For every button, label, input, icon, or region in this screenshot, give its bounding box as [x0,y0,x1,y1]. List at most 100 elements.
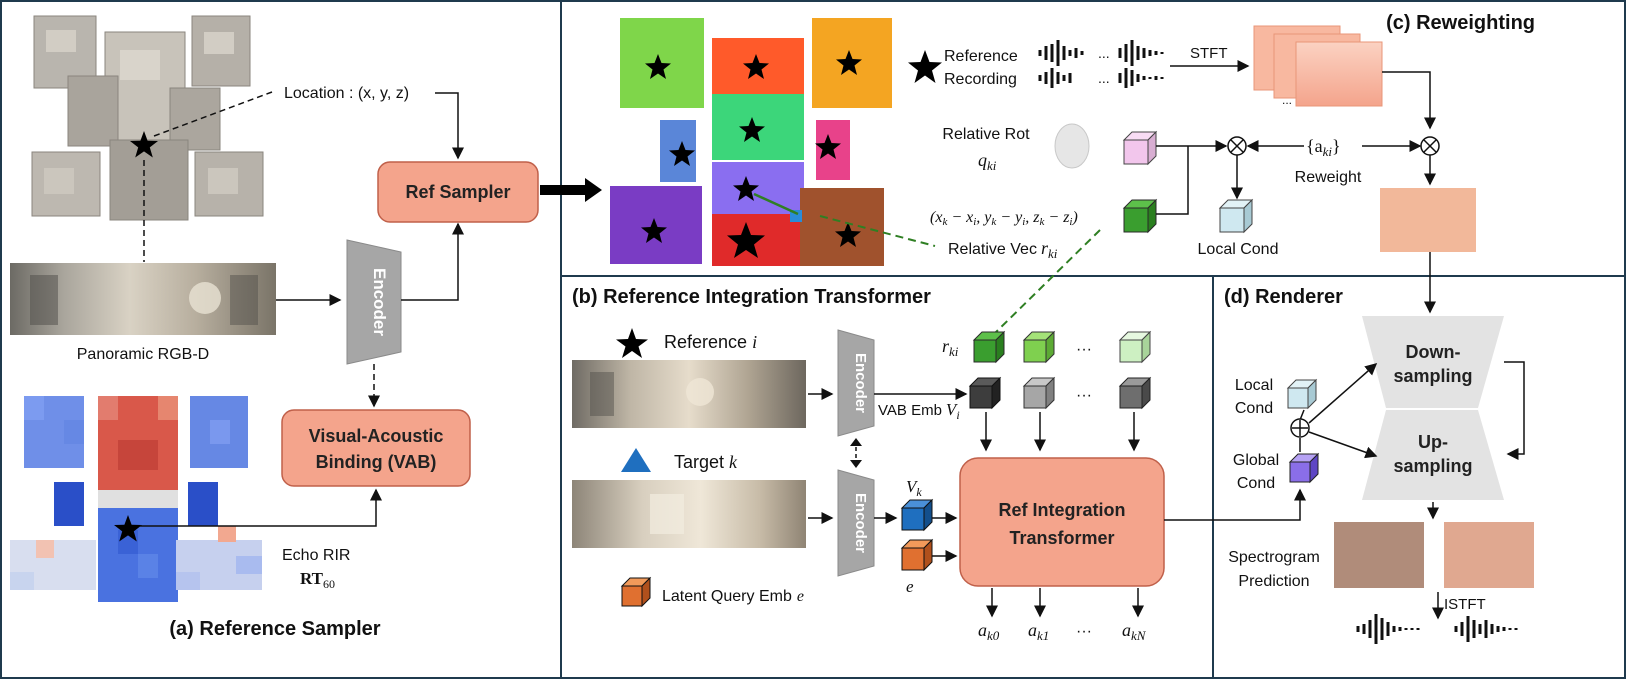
add-node [1290,418,1310,438]
q-ki-label: qki [978,150,997,173]
head-icon [1054,123,1090,169]
vab-cube-n [1118,376,1152,410]
local-cond-d-line2: Cond [1235,400,1273,417]
location-label: Location : (x, y, z) [284,85,409,102]
panel-a-encoder-label: Encoder [370,268,389,336]
floor-plan-grayscale [31,15,264,221]
output-waveform-2 [1454,616,1518,642]
target-cube [900,498,934,532]
vab-cube-2 [1022,376,1056,410]
weights-label: {aki} [1306,136,1341,159]
vab-box [281,409,471,487]
location-star [130,131,158,158]
rel-cube-2 [1022,330,1056,364]
spectrogram-line2: Prediction [1238,573,1309,590]
spectrogram-prediction-2 [1444,522,1534,588]
transformer-line1: Ref Integration [998,500,1125,520]
spectrogram-prediction-1 [1334,522,1424,588]
waveform-dots-2: ... [1098,70,1110,86]
ref-sampler-box [377,161,539,223]
local-cond-label: Local Cond [1198,241,1279,258]
echo-rir-heatmap [10,396,262,602]
echo-star [114,515,142,542]
up-line2: sampling [1393,456,1472,476]
latent-query-cube [900,538,934,572]
panel-a-encoder [346,239,402,365]
target-panorama [572,480,806,548]
multiply-node-2 [1420,136,1440,156]
panel-b-encoder-top-label: Encoder [852,353,869,413]
spectrogram-dots: ... [1282,93,1292,107]
vec-cube [1122,198,1158,234]
v-k-label: Vk [906,477,922,499]
rot-cube [1122,130,1158,166]
waveform-icon [1038,40,1164,66]
panel-b-encoder-bottom [837,469,875,577]
vector-expression: (xk − xi, yk − yi, zk − zi) [930,209,1078,228]
waveform-icon-2 [1038,68,1164,88]
reference-star-b [616,328,648,358]
panel-b: (b) Reference Integration Transformer Re… [572,229,1306,643]
e-label: e [906,577,914,596]
panel-a-title: (a) Reference Sampler [169,618,380,640]
local-cond-d-cube [1286,378,1318,410]
spectrogram-stack [1253,25,1383,107]
vab-line2: Binding (VAB) [316,452,437,472]
local-cond-cube [1218,198,1254,234]
local-cond-d-line1: Local [1235,377,1273,394]
rel-cube-n [1118,330,1152,364]
panel-d-border [1212,275,1626,679]
istft-label: ISTFT [1444,596,1486,613]
rel-cube-1 [972,330,1006,364]
r-ki-label: rki [942,336,959,359]
relative-rot-label: Relative Rot [942,126,1030,143]
floor-plan-colored [610,18,892,266]
spectrogram-line1: Spectrogram [1228,549,1320,566]
big-arrow [540,178,602,202]
ref-sampler-label: Ref Sampler [405,182,510,202]
panel-d-title: (d) Renderer [1224,286,1343,308]
reference-recording-line1: Reference [944,48,1018,65]
panel-b-title: (b) Reference Integration Transformer [572,286,931,308]
reference-stars [641,50,862,258]
output-ellipsis: ··· [1076,623,1092,640]
vab-cube-ellipsis: ··· [1076,387,1092,404]
reference-recording-star [908,50,942,83]
upsampling-block [1362,410,1504,500]
vab-line1: Visual-Acoustic [309,426,444,446]
output-a-k0: ak0 [978,620,1000,643]
global-cond-cube [1288,452,1320,484]
target-triangle [621,448,651,472]
panel-b-encoder-top [837,329,875,437]
echo-rir-label: Echo RIR [282,547,350,564]
reference-recording-line2: Recording [944,71,1017,88]
output-a-kN: akN [1122,620,1147,643]
down-line2: sampling [1393,366,1472,386]
panel-b-encoder-bottom-label: Encoder [852,493,869,553]
global-cond-line1: Global [1233,452,1279,469]
reweighted-feature [1380,188,1476,252]
latent-legend-cube [620,576,652,608]
down-line1: Down- [1406,342,1461,362]
waveform-dots: ... [1098,45,1110,61]
rt60-label: RT60 [300,569,335,591]
ref-integration-transformer-box [959,457,1165,587]
panel-a: Location : (x, y, z) Panoramic RGB-D Enc… [10,15,602,640]
transformer-line2: Transformer [1009,528,1114,548]
rel-cube-ellipsis: ··· [1076,341,1092,358]
stft-label: STFT [1190,45,1228,62]
reweight-label: Reweight [1295,169,1362,186]
vab-cube-1 [968,376,1002,410]
output-a-k1: ak1 [1028,620,1049,643]
panel-d: (d) Renderer Down- sampling Up- sampling… [1224,286,1534,644]
panel-c-title: (c) Reweighting [1386,12,1535,34]
up-line1: Up- [1418,432,1448,452]
global-cond-line2: Cond [1237,475,1275,492]
